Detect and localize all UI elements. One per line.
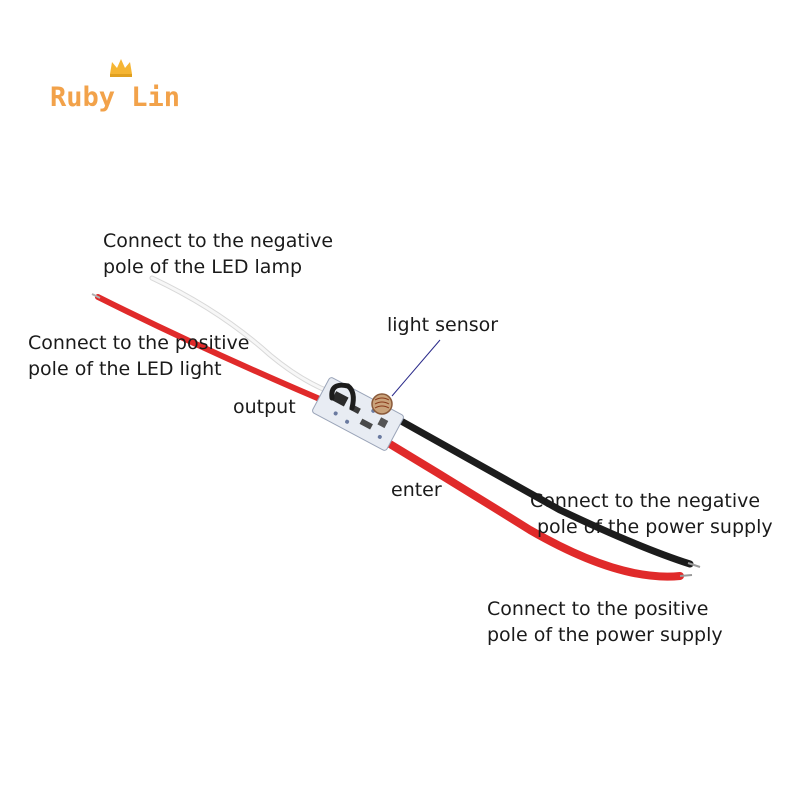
sensor-pointer-line: [391, 339, 441, 397]
black-wire: [381, 408, 694, 568]
label-output: output: [233, 396, 296, 418]
light-sensor: [371, 393, 393, 415]
red-wire-supply: [366, 428, 684, 581]
red-wire-led: [95, 294, 325, 403]
label-led-negative-line1: Connect to the negative: [103, 230, 334, 252]
label-enter: enter: [391, 479, 442, 501]
label-led-positive-line1: Connect to the positive: [28, 332, 250, 354]
watermark-text: Ruby Lin: [50, 82, 181, 113]
label-supply-negative-line2: pole of the power supply: [537, 516, 773, 538]
label-light-sensor: light sensor: [387, 314, 499, 336]
crown-icon: [110, 59, 132, 77]
label-supply-positive-line1: Connect to the positive: [487, 598, 709, 620]
label-supply-positive-line2: pole of the power supply: [487, 624, 723, 646]
label-led-positive-line2: pole of the LED light: [28, 358, 222, 380]
label-supply-negative-line1: Connect to the negative: [530, 490, 761, 512]
pcb-board: [312, 377, 404, 451]
label-led-negative-line2: pole of the LED lamp: [103, 256, 303, 278]
watermark-logo: Ruby Lin: [50, 56, 190, 126]
